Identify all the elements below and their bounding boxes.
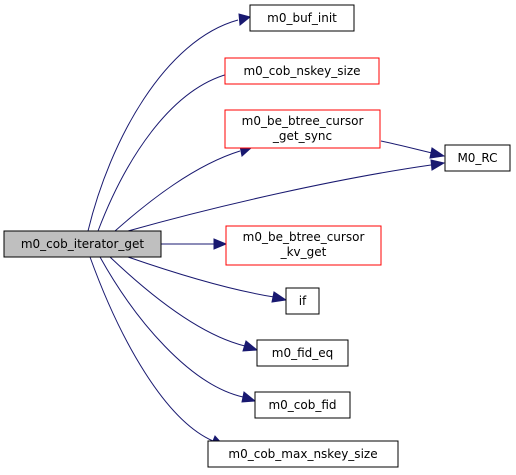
node-max-nskey-label: m0_cob_max_nskey_size xyxy=(228,447,377,461)
node-get-sync-label-line1: m0_be_btree_cursor xyxy=(242,114,364,128)
edge-arrow-cob-fid xyxy=(241,391,257,403)
node-if-label: if xyxy=(299,294,307,308)
edge-root-to-get-sync xyxy=(114,150,241,232)
edge-arrow-kv-get xyxy=(213,238,228,250)
edge-arrow-if xyxy=(271,291,288,303)
node-root-box xyxy=(3,230,162,258)
edge-arrow-m0-rc-sync xyxy=(429,147,446,159)
node-get-sync-box xyxy=(224,109,381,149)
node-cob-fid-label: m0_cob_fid xyxy=(268,398,336,412)
edge-root-to-fid-eq xyxy=(109,256,246,347)
node-buf-init-label: m0_buf_init xyxy=(267,11,337,25)
node-buf-init[interactable]: m0_buf_init xyxy=(249,4,355,32)
node-root-label: m0_cob_iterator_get xyxy=(21,237,145,251)
node-max-nskey-box xyxy=(207,440,399,468)
edge-arrow-m0-rc-root xyxy=(430,159,446,171)
node-cob-fid[interactable]: m0_cob_fid xyxy=(254,391,351,419)
node-root[interactable]: m0_cob_iterator_get xyxy=(3,230,162,258)
node-kv-get-label-line2: _kv_get xyxy=(280,245,327,259)
edge-root-to-if xyxy=(127,256,275,298)
node-cob-fid-box xyxy=(254,391,351,419)
node-buf-init-box xyxy=(249,4,355,32)
node-max-nskey[interactable]: m0_cob_max_nskey_size xyxy=(207,440,399,468)
node-nskey-size-label: m0_cob_nskey_size xyxy=(243,64,360,78)
edge-root-to-buf-init xyxy=(87,19,239,232)
node-m0-rc-label: M0_RC xyxy=(457,151,497,165)
edge-root-to-m0-rc xyxy=(127,164,432,232)
node-kv-get-label-line1: m0_be_btree_cursor xyxy=(243,230,365,244)
node-get-sync[interactable]: m0_be_btree_cursor _get_sync xyxy=(224,109,381,149)
node-fid-eq-box xyxy=(256,339,349,367)
edge-root-to-nskey-size xyxy=(97,73,229,232)
node-nskey-size-box xyxy=(224,57,380,85)
node-kv-get-box xyxy=(225,225,382,266)
nodes: m0_cob_iterator_get m0_buf_init m0_cob_n… xyxy=(3,4,511,468)
edge-arrow-buf-init xyxy=(238,13,252,26)
node-kv-get[interactable]: m0_be_btree_cursor _kv_get xyxy=(225,225,382,266)
edge-root-to-max-nskey xyxy=(89,256,214,442)
node-m0-rc[interactable]: M0_RC xyxy=(444,144,511,172)
node-fid-eq[interactable]: m0_fid_eq xyxy=(256,339,349,367)
edge-arrow-fid-eq xyxy=(242,340,259,352)
node-fid-eq-label: m0_fid_eq xyxy=(272,346,334,360)
node-nskey-size[interactable]: m0_cob_nskey_size xyxy=(224,57,380,85)
edge-root-to-cob-fid xyxy=(99,256,244,398)
edge-get-sync-to-m0-rc xyxy=(380,140,433,154)
node-if[interactable]: if xyxy=(285,287,320,315)
node-m0-rc-box xyxy=(444,144,511,172)
node-if-box xyxy=(285,287,320,315)
node-get-sync-label-line2: _get_sync xyxy=(272,129,332,143)
